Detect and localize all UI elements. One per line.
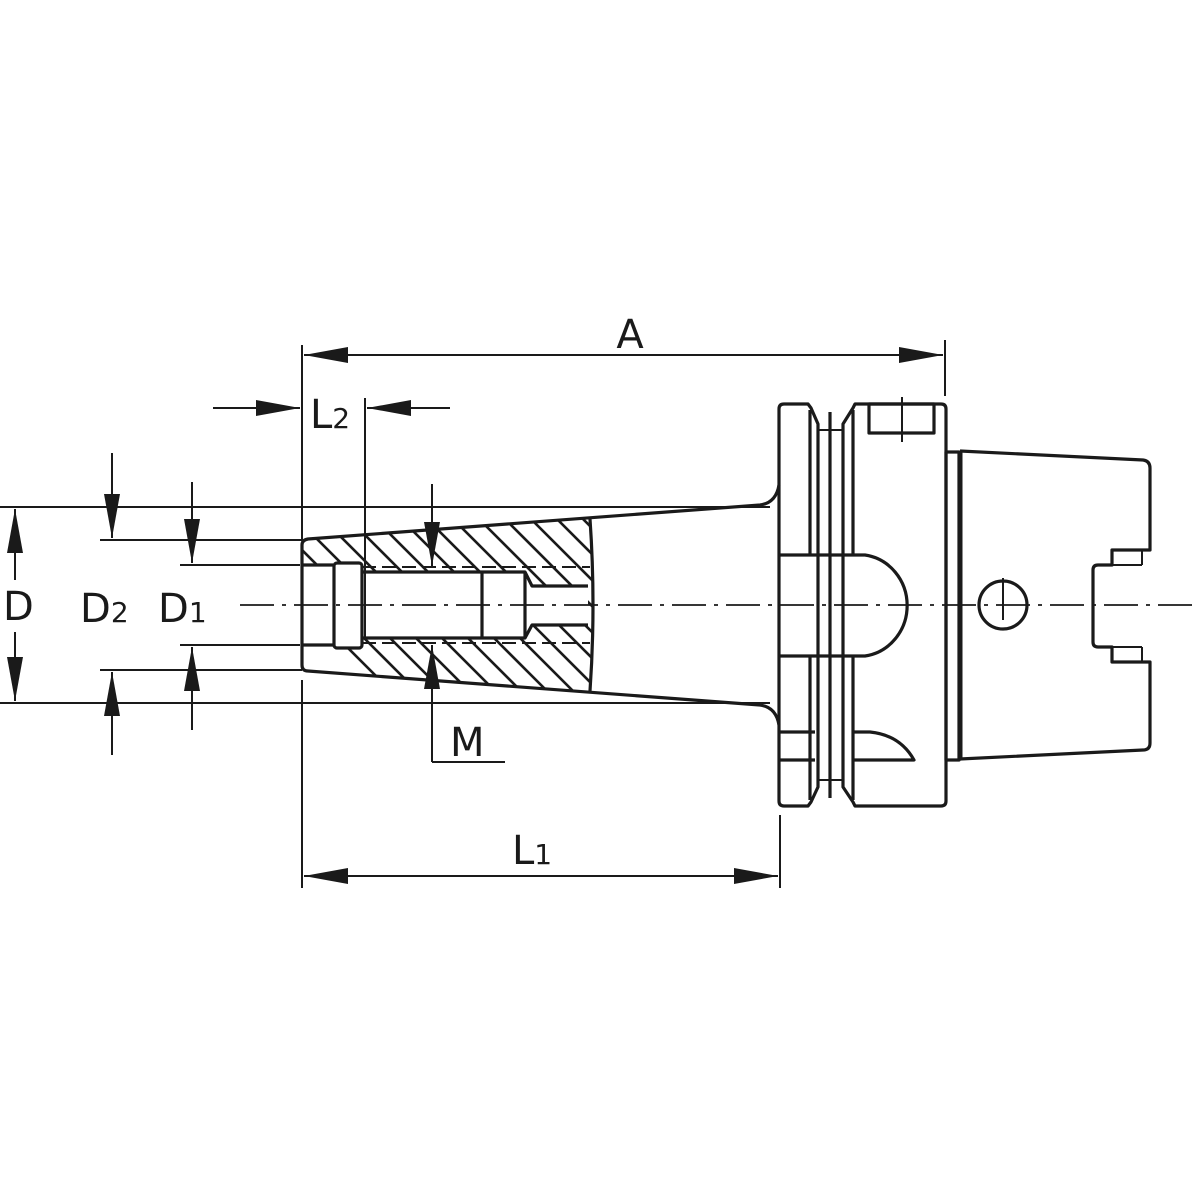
hatch-line (459, 519, 593, 691)
hatch-line (485, 519, 593, 691)
label-d1: D1 (158, 586, 207, 632)
label-m: M (450, 720, 485, 766)
flange (777, 397, 948, 808)
hatch-line (694, 500, 894, 700)
dimension-lines (0, 340, 946, 888)
hatch-line (616, 500, 816, 700)
shank (300, 484, 781, 726)
label-l2: L2 (310, 392, 350, 438)
label-a: A (616, 312, 644, 358)
label-l1: L1 (512, 828, 552, 874)
hsk-taper (944, 449, 1152, 762)
hatch-line (433, 519, 593, 691)
label-d: D (3, 584, 34, 630)
hatch-line (537, 519, 593, 691)
hatch-line (589, 519, 593, 691)
label-d2: D2 (80, 586, 129, 632)
hatch-line (642, 500, 842, 700)
hatch-line (668, 500, 868, 700)
hatch-line (302, 519, 401, 691)
hatch-line (511, 519, 593, 691)
